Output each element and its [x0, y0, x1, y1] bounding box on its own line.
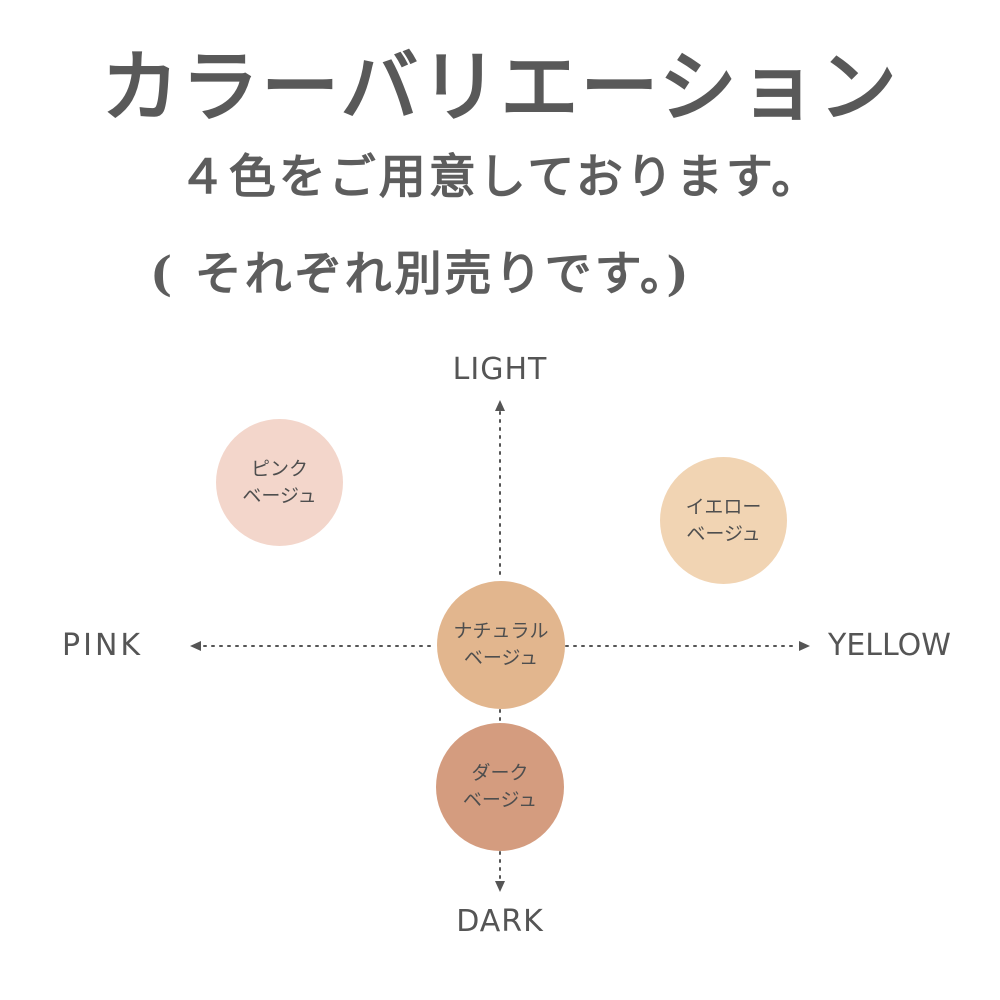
swatch-natural-beige: ナチュラル ベージュ — [437, 581, 565, 709]
swatch-pink-beige: ピンク ベージュ — [216, 419, 343, 546]
swatch-label-line1: イエロー — [685, 495, 762, 518]
swatch-label-line2: ベージュ — [242, 484, 317, 507]
swatch-label: ダーク ベージュ — [463, 760, 537, 814]
arrow-up-icon — [495, 400, 505, 411]
arrow-down-icon — [495, 881, 505, 892]
sold-separately-note: ( それぞれ別売りです。) — [150, 247, 692, 302]
swatch-label: イエロー ベージュ — [686, 494, 762, 548]
arrow-left-icon — [190, 641, 201, 651]
axis-label-yellow: YELLOW — [828, 628, 951, 663]
swatch-label: ナチュラル ベージュ — [453, 618, 548, 672]
page-subtitle: ４色をご用意しております。 — [178, 150, 822, 205]
swatch-label-line1: ダーク — [471, 762, 529, 784]
axis-label-dark: DARK — [456, 904, 544, 939]
page-title: カラーバリエーション — [101, 42, 899, 133]
swatch-label-line2: ベージュ — [463, 647, 539, 669]
swatch-label-line1: ナチュラル — [453, 620, 549, 642]
swatch-label: ピンク ベージュ — [242, 456, 316, 510]
swatch-label-line2: ベージュ — [462, 789, 538, 811]
swatch-label-line1: ピンク — [250, 457, 308, 480]
axis-label-light: LIGHT — [452, 352, 548, 387]
swatch-yellow-beige: イエロー ベージュ — [660, 457, 787, 584]
swatch-dark-beige: ダーク ベージュ — [436, 723, 564, 851]
arrow-right-icon — [799, 641, 810, 651]
axis-label-pink: PINK — [62, 628, 144, 663]
swatch-label-line2: ベージュ — [686, 522, 761, 545]
